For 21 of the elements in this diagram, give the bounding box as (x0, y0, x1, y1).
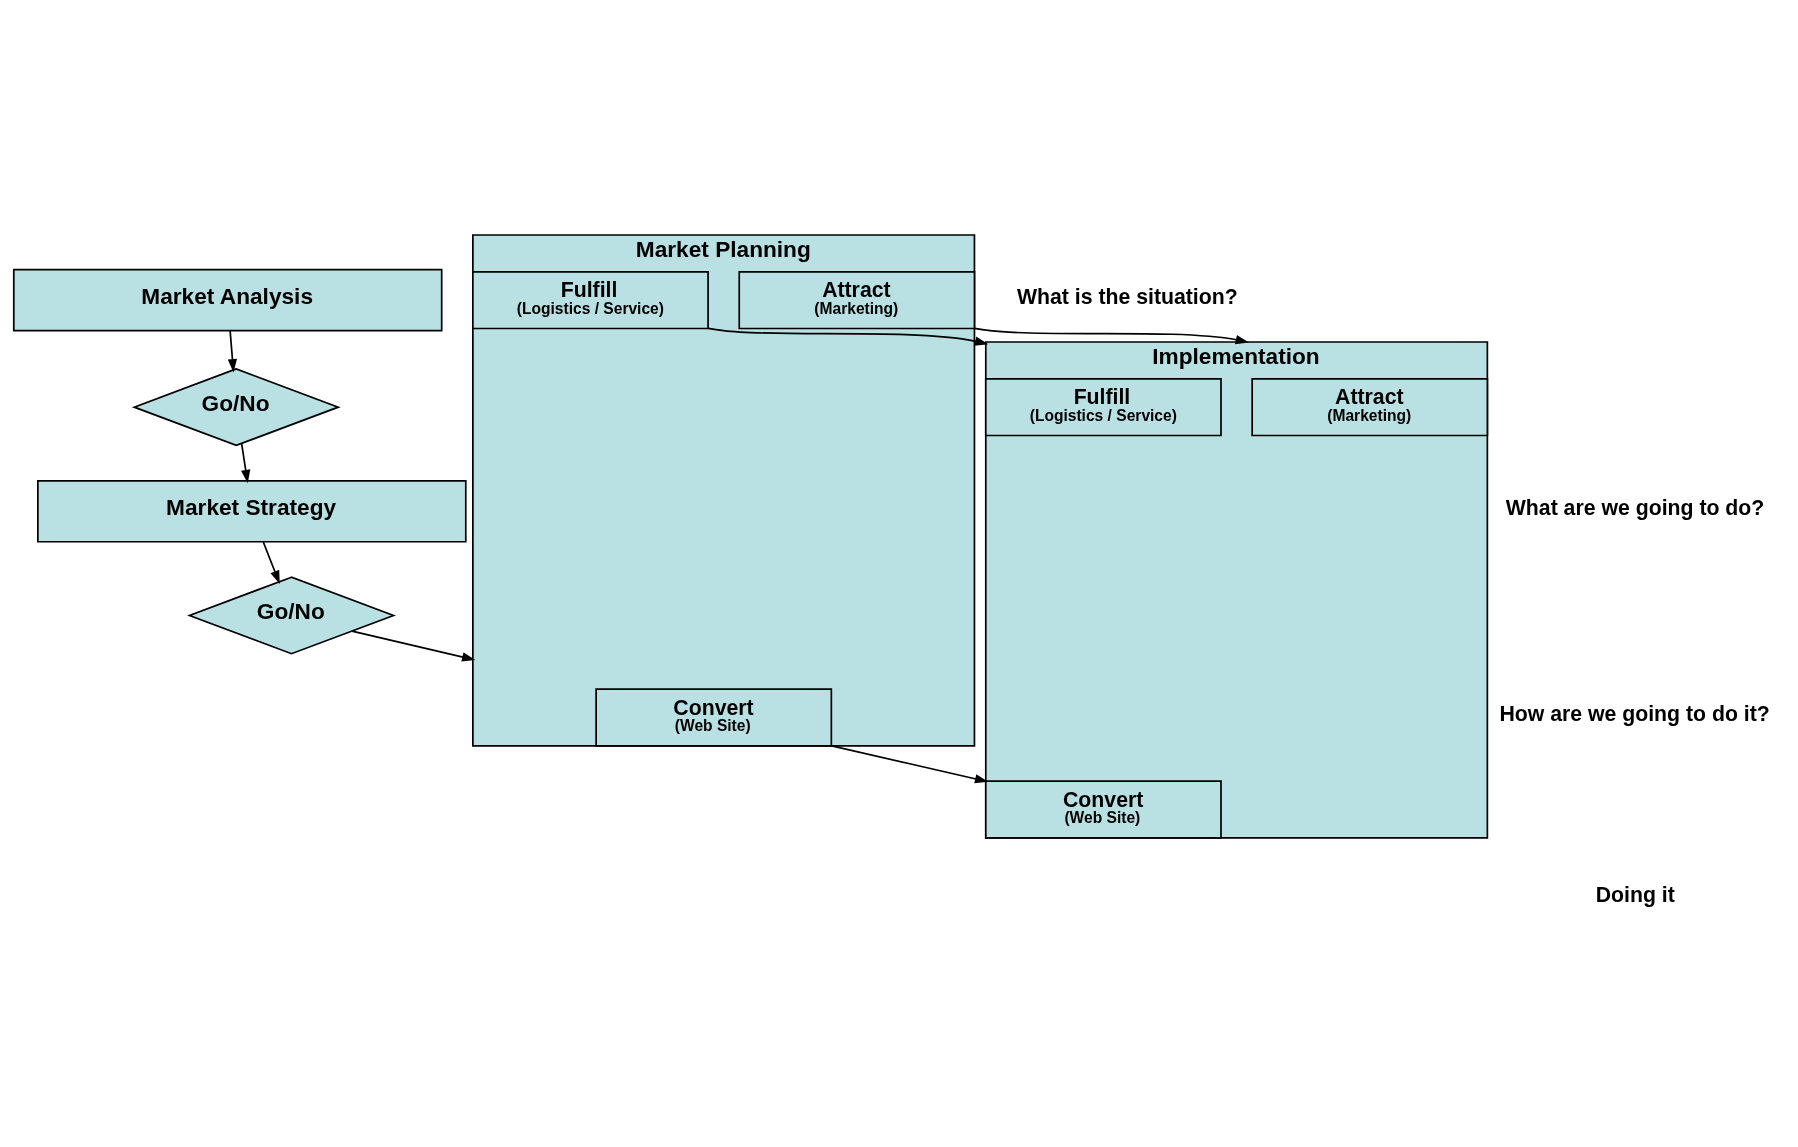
node-box: Convert (Web Site) (595, 687, 833, 747)
node-box: Fulfill (Logistics / Service) (472, 270, 709, 329)
node-box: Attract (Marketing) (738, 270, 976, 329)
node-box: Market Analysis (12, 268, 443, 331)
node-box: Attract (Marketing) (1251, 377, 1489, 436)
arrow (973, 327, 1249, 344)
node-box: Convert (Web Site) (984, 779, 1222, 839)
arrow (351, 629, 476, 662)
label: How are we going to do it? (1499, 701, 1770, 726)
arrow (830, 744, 989, 783)
node-diamond: Go/No (187, 575, 396, 655)
node-box: Fulfill (Logistics / Service) (984, 377, 1222, 436)
arrow (262, 540, 280, 584)
arrow (227, 329, 238, 372)
label: What are we going to do? (1505, 495, 1765, 520)
label: Doing it (1595, 882, 1675, 907)
label: What is the situation? (1016, 284, 1238, 309)
arrow (707, 327, 989, 346)
node-diamond: Go/No (131, 367, 341, 446)
node-box: Market Strategy (37, 479, 467, 543)
arrow (240, 442, 251, 483)
